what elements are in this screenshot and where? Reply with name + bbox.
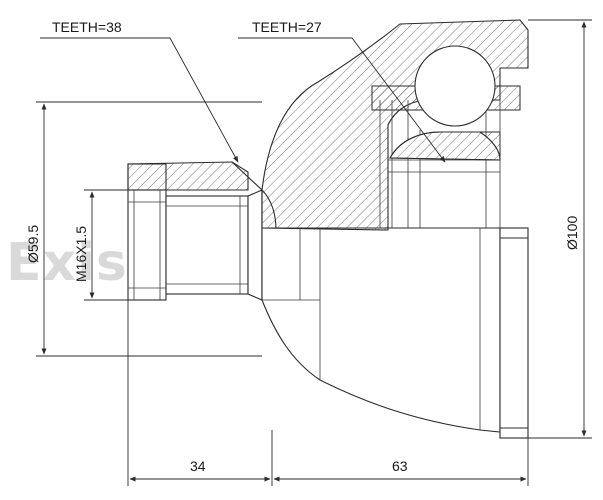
- thread-label: M16X1.5: [73, 226, 89, 282]
- dimensions: [36, 19, 592, 486]
- shaft-diameter-label: Ø59.5: [25, 225, 41, 263]
- stem-length-label: 34: [190, 458, 206, 474]
- bell-length-label: 63: [392, 458, 408, 474]
- teeth-inner-label: TEETH=27: [252, 19, 322, 35]
- bell-housing: [231, 19, 529, 439]
- teeth-outer-label: TEETH=38: [52, 19, 122, 35]
- ball: [414, 45, 496, 127]
- threaded-stem: [127, 161, 249, 301]
- bell-diameter-label: Ø100: [564, 216, 580, 250]
